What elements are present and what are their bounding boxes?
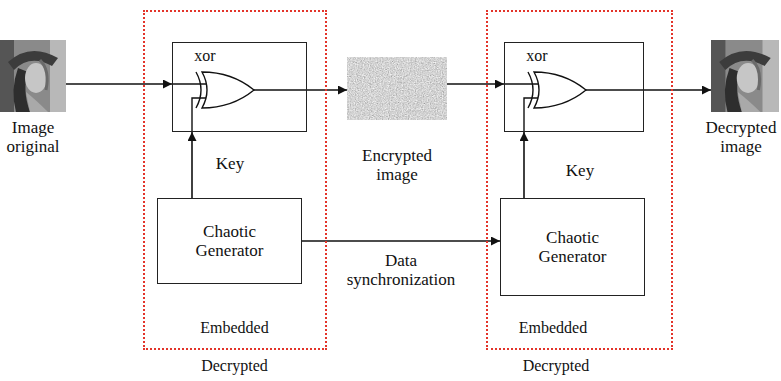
node-label: Image original: [0, 118, 73, 156]
flow-arrow: [523, 132, 525, 198]
xor-box: xor: [172, 42, 307, 132]
generator-box: Chaotic Generator: [157, 198, 302, 284]
xor-gate-symbol: [504, 72, 644, 132]
flow-arrow: [66, 83, 172, 85]
flow-arrow: [447, 83, 504, 85]
key-label: Key: [216, 154, 244, 173]
embedded-region: EmbeddedDecryptedxorChaotic Generator: [486, 10, 673, 350]
flow-arrow: [191, 132, 193, 198]
flow-arrow: [644, 89, 711, 91]
flow-arrow: [302, 240, 500, 242]
node-label: Decrypted image: [703, 118, 779, 156]
flow-arrow: [307, 89, 347, 91]
image-frame: Decrypted image: [711, 40, 779, 112]
node-label: Embedded: [145, 318, 324, 337]
image-frame: Image original: [0, 40, 66, 112]
xor-box: xor: [504, 42, 644, 132]
node-label: Encrypted image: [347, 146, 447, 184]
xor-gate-symbol: [172, 72, 307, 132]
node-label: Chaotic Generator: [523, 228, 623, 266]
key-label: Key: [566, 161, 594, 180]
encrypted-noise-picture: [347, 57, 447, 120]
decrypted-image-picture: [711, 40, 779, 112]
node-label: Embedded: [503, 318, 603, 337]
node-label: Chaotic Generator: [180, 222, 280, 260]
embedded-region: EmbeddedDecryptedxorChaotic Generator: [143, 10, 327, 350]
node-label: xor: [517, 46, 557, 65]
generator-box: Chaotic Generator: [500, 198, 645, 296]
edge-label: Data synchronization: [336, 251, 466, 289]
node-label: Decrypted: [506, 356, 606, 375]
image-frame: Encrypted image: [347, 57, 447, 120]
node-label: xor: [185, 46, 225, 65]
original-image-picture: [0, 40, 66, 112]
node-label: Decrypted: [145, 356, 324, 375]
